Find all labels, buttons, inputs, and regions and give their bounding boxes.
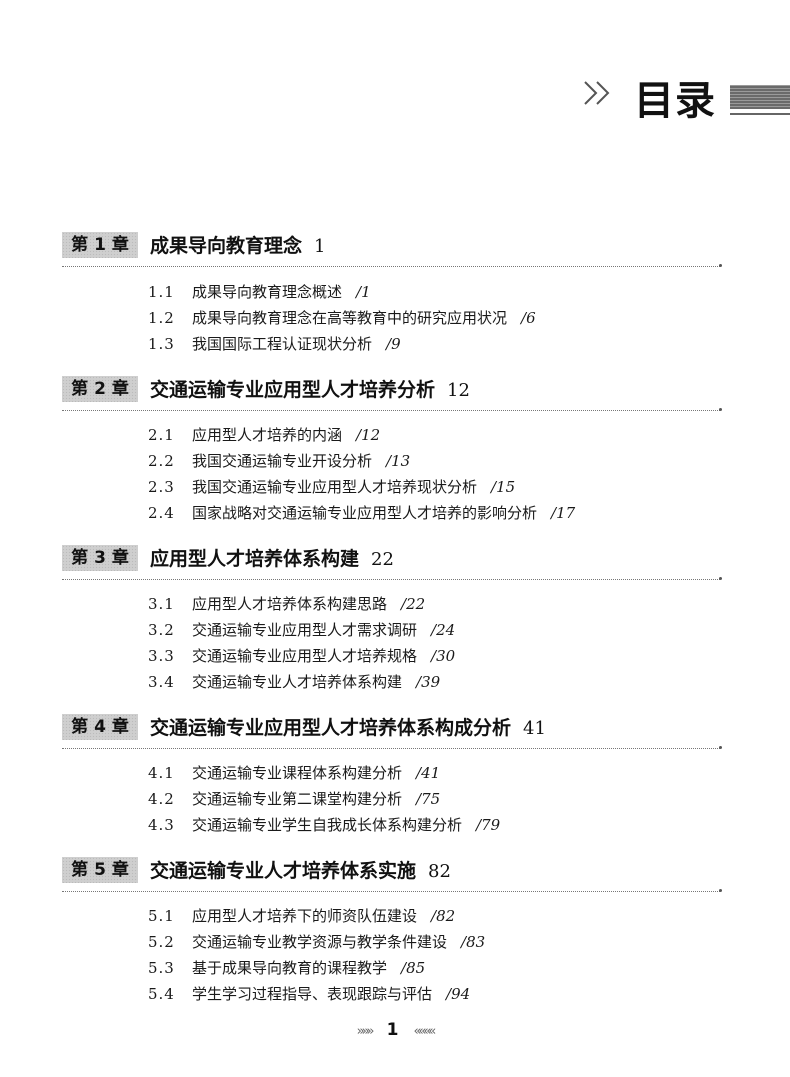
dotted-divider [62,264,722,267]
chapter-page: 41 [523,718,546,739]
left-chevrons-icon: «««« [413,1024,437,1039]
chapter-tag: 第 3 章 [62,545,138,571]
decorative-bar [730,85,790,115]
page-number: 1 [386,1020,399,1040]
page-title: 目录 [634,78,716,124]
dotted-divider [62,577,722,580]
chapter-tag: 第 2 章 [62,376,138,402]
chapter-page: 22 [371,549,394,570]
chapter-tag: 第 5 章 [62,857,138,883]
dotted-divider [62,746,722,749]
dotted-divider [62,408,722,411]
page-footer: »»» 1 «««« [0,1020,790,1040]
chevron-right-icon [584,81,610,105]
double-chevron-icon [582,78,616,116]
toc-header: 目录 [582,72,790,124]
chapter-tag: 第 1 章 [62,232,138,258]
chapter-tag: 第 4 章 [62,714,138,740]
chapter-page: 82 [428,861,451,882]
chapter-page: 12 [447,380,470,401]
dotted-divider [62,889,722,892]
right-chevrons-icon: »»» [356,1024,375,1039]
chapter-page: 1 [314,236,326,257]
